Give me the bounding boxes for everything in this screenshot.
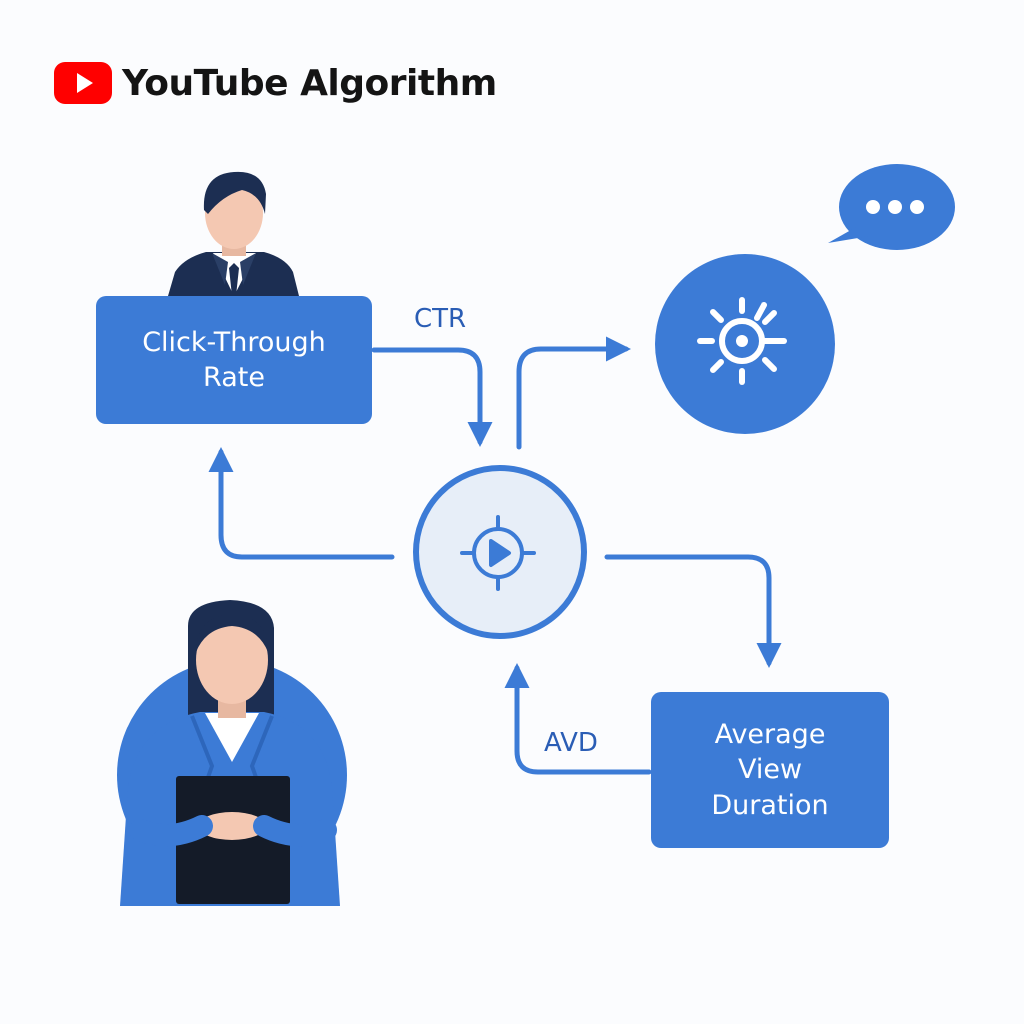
- avd-box-line: Duration: [711, 789, 829, 821]
- avd-box-line: Average: [714, 719, 826, 751]
- avd-box-line: View: [737, 754, 803, 786]
- center-node: [413, 465, 587, 639]
- arrow-ctr-to-center: [371, 347, 493, 447]
- arrow-center-to-ctr: [208, 447, 395, 560]
- ctr-box-line: Rate: [203, 362, 265, 393]
- average-view-duration-box: Average View Duration: [651, 692, 889, 848]
- page-title: YouTube Algorithm: [122, 62, 497, 104]
- header: YouTube Algorithm: [54, 58, 497, 108]
- arrow-center-to-avd: [604, 554, 782, 668]
- avd-label: AVD: [544, 728, 598, 758]
- ctr-label: CTR: [414, 304, 467, 334]
- arrow-center-to-engagement: [516, 336, 631, 450]
- gear-target-icon: [697, 297, 787, 385]
- play-target-icon: [460, 515, 536, 591]
- businesswoman-avatar: [117, 600, 347, 906]
- businessman-avatar: [168, 171, 299, 296]
- engagement-node: [655, 254, 835, 434]
- click-through-rate-box: Click-Through Rate: [96, 296, 372, 424]
- speech-bubble-icon: [828, 164, 955, 250]
- youtube-logo-icon: [54, 62, 112, 104]
- arrow-avd-to-center: [504, 663, 652, 775]
- ctr-box-line: Click-Through: [142, 326, 326, 358]
